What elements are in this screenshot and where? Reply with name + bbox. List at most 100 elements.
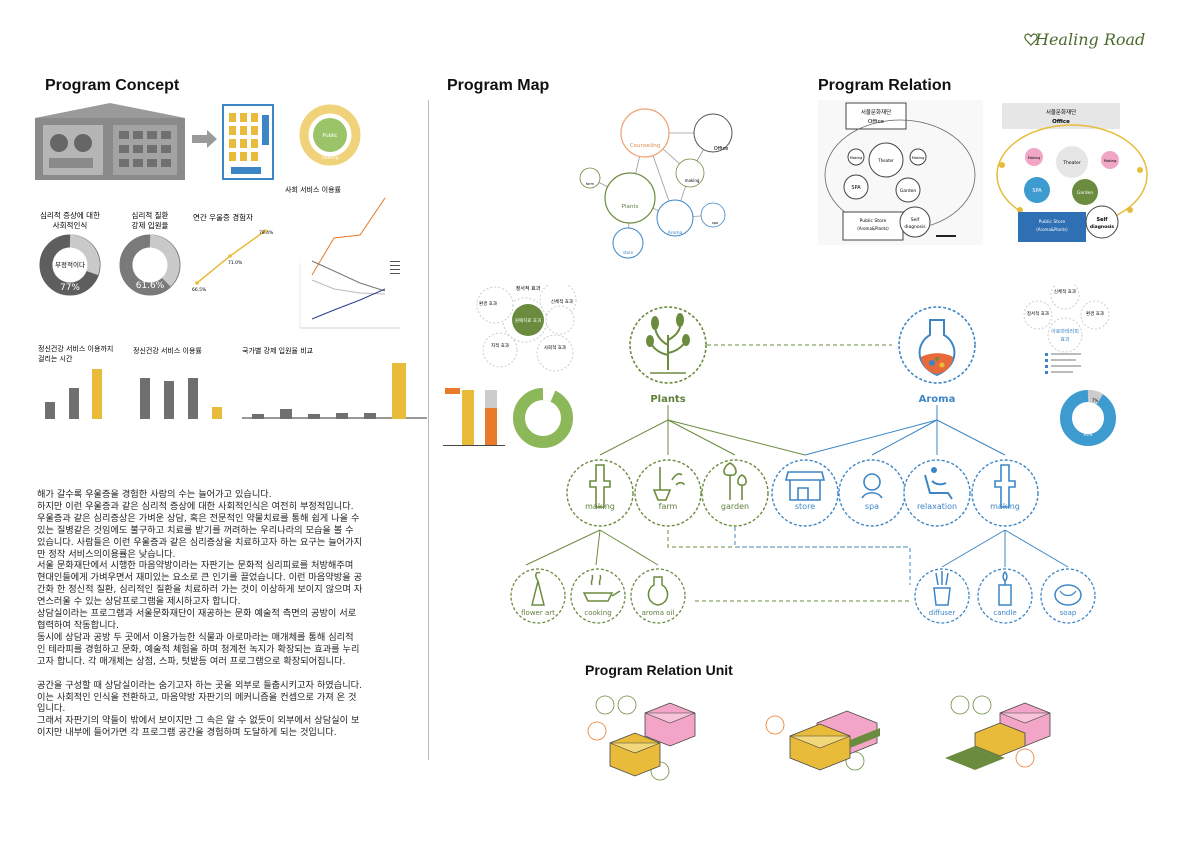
rel-left-spa: SPA <box>851 185 861 191</box>
program-relation-title: Program Relation <box>818 77 952 94</box>
bar-chart-forced-admission <box>242 363 427 419</box>
massage-chair-icon <box>924 474 953 500</box>
vending-machine-icon <box>222 104 274 180</box>
program-concept-title: Program Concept <box>45 77 180 94</box>
plant-icon <box>649 319 687 370</box>
paragraph-line: 이지만 내부에 들어가면 각 프로그램 공간을 경험하며 도달하게 되는 것입니… <box>37 727 337 739</box>
rel-right-store: Public Store <box>1039 219 1066 225</box>
relation-unit-3 <box>945 695 1051 770</box>
rel-left-store: Public Store <box>860 218 887 224</box>
node-garden-label: garden <box>721 502 749 511</box>
bar1-title-line2: 걸리는 시간 <box>38 354 73 363</box>
program-relation-unit-title: Program Relation Unit <box>585 662 733 678</box>
effects-left-center: 원예치료 효과 <box>515 317 541 324</box>
aroma-flask-icon <box>918 319 956 377</box>
rel-right-diagnosis: diagnosis <box>1090 224 1115 230</box>
right-donut-label-2: 93% <box>1084 432 1093 437</box>
rel-left-header-2: Office <box>868 119 885 125</box>
frying-pan-icon <box>582 574 621 602</box>
paragraph-line: 상담실이라는 프로그램과 서울문화재단이 재공하는 문화 예술적 측면의 공방이… <box>37 608 357 620</box>
paragraph-line: 동시에 상담과 공방 두 곳에서 이용가능한 식물과 아로마라는 매개체를 통해… <box>37 631 354 643</box>
left-donut-label-1: 가능성 <box>537 425 548 431</box>
donut1-inner-label: 부정적이다 <box>55 260 85 269</box>
paragraph-line: 만 정작 서비스의이용률은 낮습니다. <box>37 548 176 560</box>
paragraph-line: 간화 한 정신적 질환, 심리적인 질환을 치료하러 가는 것이 이상하게 보이… <box>37 584 363 596</box>
node-diffuser-label: diffuser <box>929 609 956 617</box>
rel-left-store-sub: (Aroma&Plants) <box>857 226 889 231</box>
node-making-right: making <box>971 459 1039 527</box>
rel-right-store-sub: (Aroma&Plants) <box>1036 227 1068 232</box>
line-chart-depression: 66.5% 71.0% 78.4% <box>192 229 274 293</box>
storefront-icon <box>784 471 826 501</box>
bar2-title: 정신건강 서비스 이용률 <box>133 346 202 355</box>
paragraph-line: 인 테라피를 경험하고 문화, 예술적 체험을 하며 청계천 녹지가 확장되는 … <box>37 643 360 655</box>
line-chart-service <box>299 197 400 329</box>
node-diffuser: diffuser <box>914 568 970 624</box>
node-flower-art-label: flower art <box>521 609 555 617</box>
node-farm-main: farm <box>634 459 702 527</box>
effects-left: 원예치료 효과 정서적 효과 환경 효과 신체적 효과 지적 효과 사회적 효과 <box>476 281 577 372</box>
paragraph-line: 그래서 자판기의 약들이 밖에서 보이지만 그 속은 알 수 없듯이 외부에서 … <box>37 715 360 727</box>
chart1-title-line1: 심리적 증상에 대한 <box>40 210 100 220</box>
node-farm-label: farm <box>586 182 595 186</box>
chart3-title: 연간 우울증 경험자 <box>193 212 253 222</box>
relation-unit-2 <box>765 710 880 771</box>
concept-paragraph: 해가 갈수록 우울증을 경험한 사람의 수는 늘어가고 있습니다. 하지만 이런… <box>37 489 427 739</box>
hub-aroma: Aroma <box>898 306 976 405</box>
paragraph-line: 협력하여 작동합니다. <box>37 619 119 631</box>
node-making: making <box>675 158 705 188</box>
oil-bottle-icon <box>647 576 669 606</box>
craft-tool-icon-blue <box>994 464 1016 508</box>
heart-leaf-icon: Healing Road <box>1024 30 1145 49</box>
rel-left-making-a: Making <box>850 156 863 160</box>
effects-right-center-1: 아로마테라피 <box>1051 328 1079 335</box>
node-cooking: cooking <box>570 568 626 624</box>
node-relaxation-label: relaxation <box>917 502 957 511</box>
effects-right-item-2: 정서적 효과 <box>1027 310 1049 317</box>
donut-label-public: Public <box>323 133 338 139</box>
donut1-value: 77% <box>60 283 80 293</box>
node-candle-label: candle <box>993 609 1016 617</box>
effects-right-item-1: 신체적 효과 <box>1054 288 1076 295</box>
vending-kiosk-photo <box>35 103 185 180</box>
node-aroma-oil: aroma oil <box>630 568 686 624</box>
paragraph-line: 서울 문화재단에서 시행한 마음약방이라는 자판기는 문화적 심리피료를 처방해… <box>37 560 354 572</box>
rel-right-garden: Garden <box>1077 190 1094 196</box>
bar-chart-service-usage <box>140 378 222 419</box>
rel-right-header-1: 서울문화재단 <box>1046 108 1076 116</box>
node-plants-label: Plants <box>622 204 639 210</box>
paragraph-line: 연스러울 수 있는 상담프로그램을 제시하고자 합니다. <box>37 596 241 608</box>
node-farm: farm <box>579 167 601 189</box>
donut-chart-616: 61.6% <box>119 234 181 296</box>
node-farm-label: farm <box>659 502 678 511</box>
rel-left-making-b: Making <box>912 156 925 160</box>
right-donut-side: 7% <box>1092 398 1099 403</box>
left-donut-label-2: 높음 <box>539 430 547 436</box>
hub-plants-label: Plants <box>650 394 685 405</box>
node-store-main: store <box>771 459 839 527</box>
effects-right-item-3: 환경 효과 <box>1086 310 1104 317</box>
program-map-title: Program Map <box>447 77 550 94</box>
node-aroma-label: Aroma <box>668 230 683 236</box>
rel-right-header-2: Office <box>1052 119 1070 125</box>
bar-chart-waiting-time <box>45 369 102 419</box>
chart3-label-2: 71.0% <box>228 260 243 266</box>
brand-name: Healing Road <box>1034 30 1145 49</box>
craft-tool-icon <box>589 464 611 508</box>
node-relaxation: relaxation <box>903 459 971 527</box>
concept-charts: 심리적 증상에 대한 사회적인식 심리적 질환 강제 입원율 연간 우울증 경험… <box>30 183 430 427</box>
node-making-left-label: making <box>585 502 615 511</box>
paragraph-line: 현대인들에게 가벼우면서 재미있는 요소로 큰 인기를 끌었습니다. 이런 마음… <box>37 572 363 584</box>
paragraph-line: 해가 갈수록 우울증을 경험한 사람의 수는 늘어가고 있습니다. <box>37 489 272 500</box>
brand-logo: Healing Road <box>1022 30 1162 56</box>
node-flower-art: flower art <box>510 568 566 624</box>
rel-right-spa: SPA <box>1032 188 1042 194</box>
node-office-label: Office <box>714 146 729 152</box>
hub-aroma-label: Aroma <box>919 394 956 405</box>
small-program-map: Counseling Office farm making Plants Aro… <box>575 103 755 267</box>
rel-right-self: Self <box>1097 217 1109 223</box>
chart3-label-1: 66.5% <box>192 287 207 293</box>
node-aroma-oil-label: aroma oil <box>642 609 675 617</box>
relation-diagram-right: 서울문화재단 Office Theater Making Making SPA … <box>990 100 1160 249</box>
rel-right-theater: Theater <box>1062 160 1081 166</box>
